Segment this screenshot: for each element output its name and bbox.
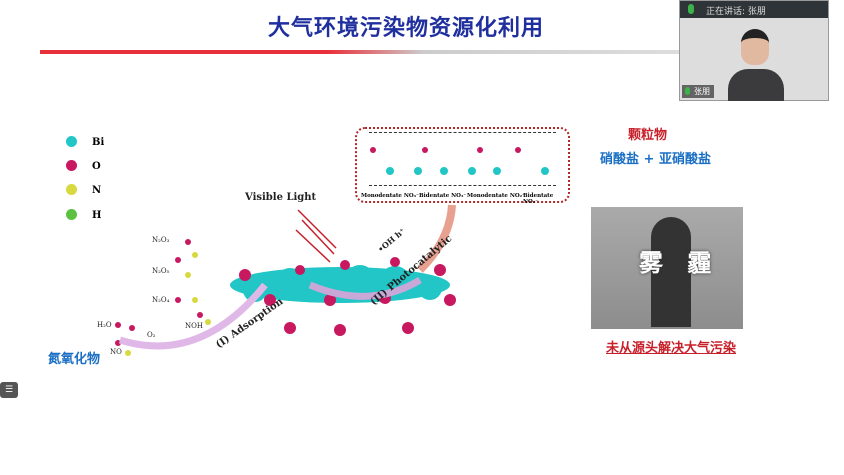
speaker-name: 张朋 — [747, 7, 766, 17]
speaking-bar: 正在讲话: 张朋 — [680, 1, 828, 18]
microphone-icon — [685, 87, 690, 95]
haze-photo: 雾 霾 — [591, 207, 743, 329]
legend-o: O — [66, 160, 101, 172]
haze-label: 雾 霾 — [639, 249, 720, 277]
species-label: O₂ — [147, 331, 156, 339]
name-tag: 张朋 — [682, 85, 714, 98]
list-icon[interactable]: ☰ — [0, 382, 18, 398]
title-underline — [40, 50, 680, 54]
legend-n: N — [66, 184, 101, 196]
legend-bi: Bi — [66, 136, 104, 148]
box-label: Bidentate NO₂⁻ — [523, 193, 554, 205]
legend-h: H — [66, 209, 101, 221]
slide-title: 大气环境污染物资源化利用 — [268, 16, 545, 41]
species-label: NOH — [185, 322, 203, 330]
species-label: H₂O — [97, 321, 112, 329]
nitrogen-oxides-label: 氮氧化物 — [48, 352, 101, 367]
box-label: Monodentate NO₃⁻ — [361, 193, 419, 199]
species-label: N₂O₅ — [152, 267, 170, 275]
box-label: Monodentate NO₂⁻ — [467, 193, 525, 199]
species-label: N₂O₄ — [152, 296, 170, 304]
speaker-video — [728, 29, 784, 101]
particulate-label: 颗粒物 — [628, 128, 668, 143]
speaking-label: 正在讲话: — [706, 7, 746, 17]
video-panel[interactable]: 正在讲话: 张朋 张朋 — [679, 0, 829, 101]
species-label: N₂O₃ — [152, 236, 170, 244]
box-label: Bidentate NO₃⁻ — [419, 193, 467, 199]
species-label: NO — [110, 348, 122, 356]
adsorbed-species-box: Monodentate NO₃⁻ Bidentate NO₃⁻ Monodent… — [355, 127, 570, 205]
microphone-icon — [688, 4, 694, 14]
salts-label: 硝酸盐 + 亚硝酸盐 — [600, 152, 711, 167]
visible-light-label: Visible Light — [245, 192, 317, 203]
conclusion-label: 未从源头解决大气污染 — [606, 341, 737, 356]
